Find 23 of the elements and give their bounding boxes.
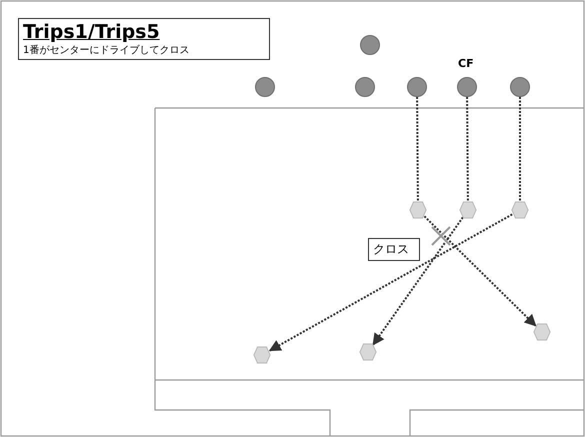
player-circle: [407, 77, 427, 97]
player-hexagon: [533, 323, 551, 341]
player-hexagon: [253, 346, 271, 364]
arrow: [268, 214, 513, 352]
player-circle: [457, 77, 477, 97]
subtitle-text: 1番がセンターにドライブしてクロス: [23, 44, 190, 57]
player-circle: [255, 77, 275, 97]
arrow: [424, 216, 536, 327]
dotted-line: [416, 96, 419, 201]
player-hexagon: [409, 201, 427, 219]
position-label: CF: [458, 57, 474, 70]
dotted-line: [466, 96, 469, 201]
title-text: Trips1/Trips5: [23, 21, 160, 43]
callout-label: クロス: [368, 238, 420, 261]
dotted-line: [519, 97, 521, 201]
player-hexagon: [511, 201, 529, 219]
player-hexagon: [359, 343, 377, 361]
player-circle: [355, 77, 375, 97]
arrow: [372, 216, 464, 346]
title-box: [18, 18, 270, 60]
player-hexagon: [459, 201, 477, 219]
player-circle: [510, 77, 530, 97]
player-circle: [360, 35, 380, 55]
